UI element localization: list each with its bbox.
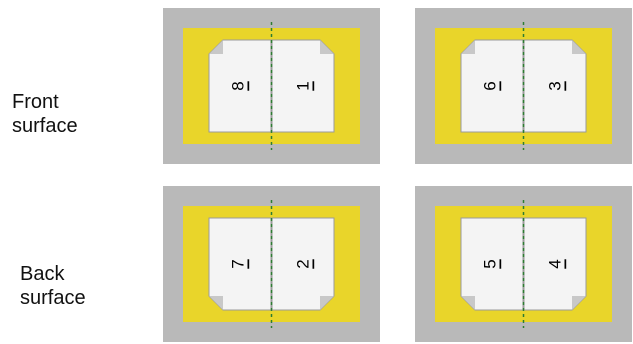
left-page-number: 6 [481, 81, 500, 90]
left-page-number: 5 [481, 259, 500, 268]
right-page-number: 3 [546, 81, 565, 90]
back-sheet-1: 7 2 [163, 186, 380, 342]
front-sheet-2: 6 3 [415, 8, 632, 164]
right-page-number: 1 [294, 81, 313, 90]
sheet-illustration: 8 1 [163, 8, 380, 164]
left-page-number: 8 [229, 81, 248, 90]
front-surface-label: Front surface [12, 90, 78, 138]
sheet-illustration: 7 2 [163, 186, 380, 342]
left-page-number: 7 [229, 259, 248, 268]
right-page-number: 2 [294, 259, 313, 268]
back-surface-label: Back surface [20, 262, 86, 310]
back-sheet-2: 5 4 [415, 186, 632, 342]
front-sheet-1: 8 1 [163, 8, 380, 164]
sheet-illustration: 5 4 [415, 186, 632, 342]
right-page-number: 4 [546, 259, 565, 268]
sheet-illustration: 6 3 [415, 8, 632, 164]
